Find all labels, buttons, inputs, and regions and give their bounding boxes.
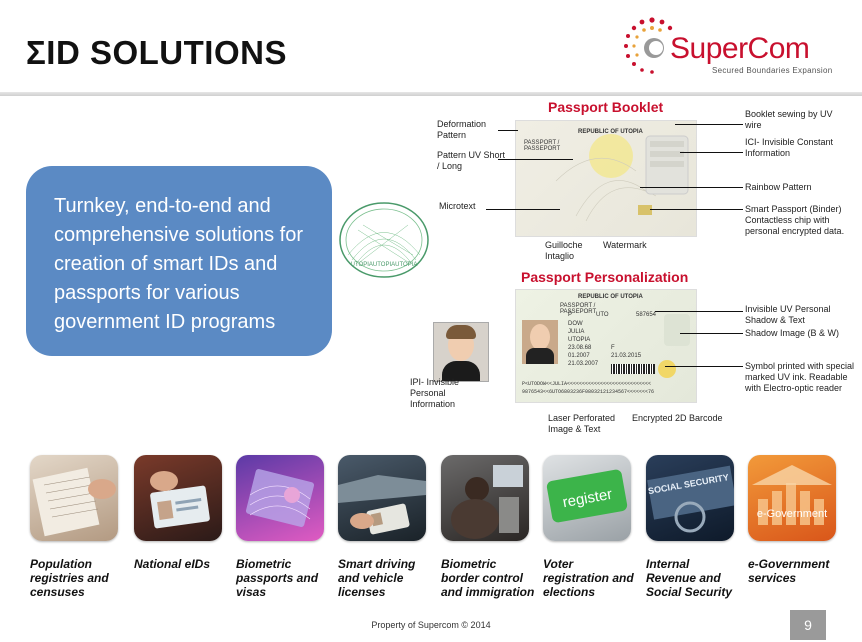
arrow <box>498 130 518 131</box>
label-ici: ICI- Invisible Constant Information <box>745 137 834 158</box>
passport-booklet-image: REPUBLIC OF UTOPIA PASSPORT / PASSEPORT <box>515 120 697 237</box>
personalization-doc-label: PASSPORT / PASSEPORT <box>560 303 597 315</box>
footer-copyright: Property of Supercom © 2014 <box>371 620 491 630</box>
logo-dots-icon <box>624 17 673 74</box>
solutions-callout: Turnkey, end-to-end and comprehensive so… <box>26 166 332 356</box>
mrz-line-1: P<UTODOW<<JULIA<<<<<<<<<<<<<<<<<<<<<<<<<… <box>522 381 652 387</box>
caption-voter-registration: Voter registration and elections <box>543 557 634 599</box>
tile-e-government[interactable]: e-Government <box>748 455 836 541</box>
arrow <box>680 333 743 334</box>
mrz-line-2: 9876543<<6UTO6803236F08032121234567<<<<<… <box>522 389 655 395</box>
tile-national-eids[interactable] <box>134 455 222 541</box>
label-uv-symbol: Symbol printed with special marked UV in… <box>745 361 855 393</box>
field-type: P <box>568 312 573 318</box>
caption-national-eids: National eIDs <box>134 557 211 571</box>
e-government-text: e-Government <box>757 508 827 520</box>
callout-text: Turnkey, end-to-end and comprehensive so… <box>54 195 304 333</box>
slide-header: ΣID SOLUTIONS SuperCom Secured Boundarie… <box>0 0 862 92</box>
tile-border-control[interactable] <box>441 455 529 541</box>
supercom-logo: SuperCom Secured Boundaries Expansion <box>622 16 852 76</box>
field-date-of-issue: 21.03.2007 <box>568 361 599 367</box>
slide-title: ΣID SOLUTIONS <box>26 34 287 71</box>
label-watermark: Watermark <box>603 240 647 250</box>
arrow <box>655 311 743 312</box>
label-microtext: Microtext <box>439 201 476 211</box>
caption-border-control: Biometric border control and immigration <box>441 557 535 599</box>
header-divider <box>0 92 862 96</box>
logo-wordmark: SuperCom <box>670 32 810 65</box>
tile-population-registries[interactable] <box>30 455 118 541</box>
passport-personalization-image: REPUBLIC OF UTOPIA PASSPORT / PASSEPORT … <box>515 289 697 403</box>
passport-icon <box>245 469 315 527</box>
tile-social-security[interactable]: SOCIAL SECURITY <box>646 455 734 541</box>
register-key-icon: register <box>546 469 628 523</box>
car-license-icon <box>338 475 426 535</box>
page-number-badge: 9 <box>790 610 826 640</box>
label-ipi: IPI- Invisible Personal Information <box>410 377 460 409</box>
booklet-pattern-icon <box>555 134 689 222</box>
social-security-card-icon: SOCIAL SECURITY <box>647 465 734 533</box>
field-dob: 23.08.68 <box>568 345 592 351</box>
e-government-icon: e-Government <box>752 465 832 525</box>
label-laser-perforated: Laser Perforated Image & Text <box>548 413 616 434</box>
booklet-doc-header: REPUBLIC OF UTOPIA <box>578 129 643 135</box>
label-pattern-uv: Pattern UV Short / Long <box>437 150 506 171</box>
label-invisible-uv: Invisible UV Personal Shadow & Text <box>745 304 831 325</box>
personalization-doc-header: REPUBLIC OF UTOPIA <box>578 294 643 300</box>
personalization-title: Passport Personalization <box>521 269 689 285</box>
arrow <box>498 159 573 160</box>
field-nationality: UTOPIA <box>568 337 591 343</box>
label-shadow-image: Shadow Image (B & W) <box>745 328 840 338</box>
caption-smart-driving: Smart driving and vehicle licenses <box>338 557 416 599</box>
border-control-icon <box>451 465 523 539</box>
label-rainbow-pattern: Rainbow Pattern <box>745 182 812 192</box>
seal-text: UTOPIAUTOPIAUTOPIA <box>351 262 418 268</box>
tile-biometric-passports[interactable] <box>236 455 324 541</box>
caption-social-security: Internal Revenue and Social Security <box>646 557 733 599</box>
field-surname: DOW <box>568 321 583 327</box>
label-deformation-pattern: Deformation Pattern <box>437 119 487 140</box>
arrow <box>680 152 743 153</box>
2d-barcode <box>611 364 655 374</box>
label-guilloche: Guilloche Intaglio <box>545 240 583 261</box>
utopia-seal-icon: UTOPIAUTOPIAUTOPIA <box>339 202 429 278</box>
field-number: 587654 <box>636 312 657 318</box>
field-country: UTO <box>596 312 609 318</box>
label-smart-passport: Smart Passport (Binder) Contactless chip… <box>745 204 845 236</box>
ledger-icon <box>32 467 116 537</box>
field-issue: 01.2007 <box>568 353 590 359</box>
arrow <box>650 209 743 210</box>
field-expiry: 21.03.2015 <box>611 353 642 359</box>
caption-population-registries: Population registries and censuses <box>30 557 109 599</box>
tile-voter-registration[interactable]: register <box>543 455 631 541</box>
caption-e-government: e-Government services <box>748 557 830 585</box>
label-encrypted-barcode: Encrypted 2D Barcode <box>632 413 723 423</box>
field-given-name: JULIA <box>568 329 585 335</box>
logo-tagline: Secured Boundaries Expansion <box>712 66 833 75</box>
arrow <box>675 124 743 125</box>
uv-symbol-icon <box>658 360 676 378</box>
caption-biometric-passports: Biometric passports and visas <box>236 557 319 599</box>
id-card-icon <box>150 471 210 529</box>
arrow <box>486 209 560 210</box>
label-booklet-sewing: Booklet sewing by UV wire <box>745 109 833 130</box>
ipi-photo <box>433 322 489 382</box>
shadow-image <box>664 314 690 346</box>
booklet-doc-label: PASSPORT / PASSEPORT <box>524 140 561 152</box>
arrow <box>665 366 743 367</box>
arrow <box>640 187 743 188</box>
tile-smart-driving[interactable] <box>338 455 426 541</box>
booklet-title: Passport Booklet <box>548 99 664 115</box>
field-sex: F <box>611 345 615 351</box>
passport-photo <box>522 320 558 364</box>
